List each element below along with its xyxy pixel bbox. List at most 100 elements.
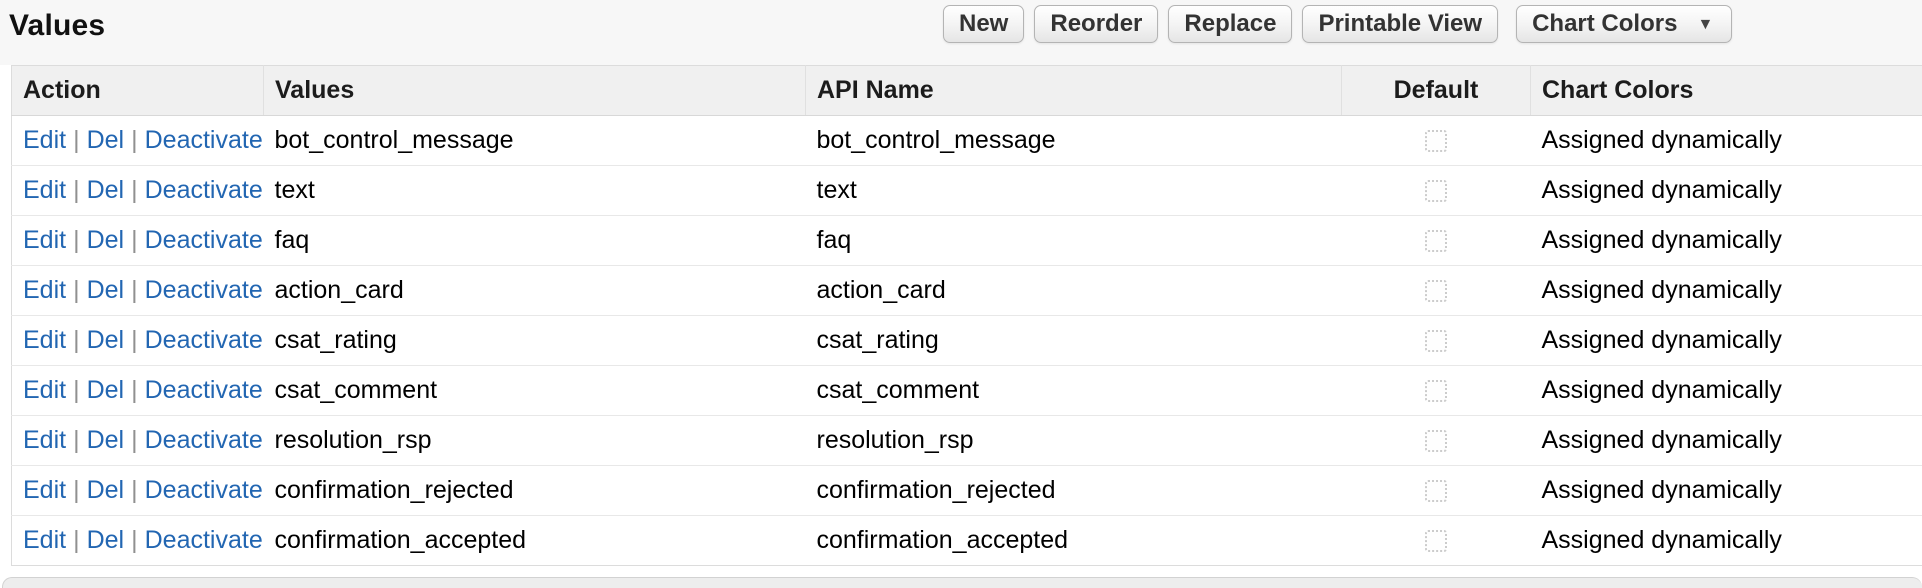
table-row: Edit|Del|Deactivate bot_control_message … (12, 116, 1922, 166)
edit-link[interactable]: Edit (23, 376, 67, 404)
action-cell: Edit|Del|Deactivate (11, 515, 264, 566)
default-checkbox (1425, 230, 1447, 253)
value-cell: csat_rating (263, 315, 806, 366)
replace-button[interactable]: Replace (1168, 5, 1293, 43)
action-cell: Edit|Del|Deactivate (11, 415, 264, 466)
chart-colors-cell: Assigned dynamically (1530, 415, 1922, 466)
column-header-chart-colors: Chart Colors (1530, 65, 1922, 116)
default-cell (1341, 165, 1531, 216)
chart-colors-dropdown-label: Chart Colors (1532, 10, 1678, 37)
del-link[interactable]: Del (86, 276, 125, 304)
link-separator: | (73, 326, 80, 354)
del-link[interactable]: Del (86, 426, 125, 454)
deactivate-link[interactable]: Deactivate (144, 176, 263, 204)
reorder-button[interactable]: Reorder (1034, 5, 1159, 43)
api-name-cell: text (805, 165, 1342, 216)
default-cell (1342, 116, 1531, 166)
link-separator: | (73, 176, 80, 204)
deactivate-link[interactable]: Deactivate (144, 426, 263, 454)
table-row: Edit|Del|Deactivate text text Assigned d… (11, 165, 1922, 216)
del-link[interactable]: Del (86, 376, 125, 404)
table-row: Edit|Del|Deactivate resolution_rsp resol… (11, 415, 1922, 466)
del-link[interactable]: Del (86, 226, 125, 254)
deactivate-link[interactable]: Deactivate (144, 126, 263, 154)
toolbar: New Reorder Replace Printable View Chart… (943, 5, 1742, 43)
link-separator: | (73, 426, 80, 454)
deactivate-link[interactable]: Deactivate (144, 376, 263, 404)
value-cell: csat_comment (263, 365, 806, 416)
del-link[interactable]: Del (86, 326, 125, 354)
default-checkbox (1425, 480, 1447, 503)
link-separator: | (131, 126, 138, 154)
link-separator: | (73, 376, 80, 404)
edit-link[interactable]: Edit (23, 426, 67, 454)
chart-colors-cell: Assigned dynamically (1541, 126, 1782, 154)
link-separator: | (73, 276, 80, 304)
api-name-cell: confirmation_rejected (805, 465, 1342, 516)
default-cell (1341, 365, 1531, 416)
link-separator: | (73, 526, 80, 554)
action-cell: Edit|Del|Deactivate (11, 215, 264, 266)
del-link[interactable]: Del (86, 176, 125, 204)
del-link[interactable]: Del (86, 126, 125, 154)
api-name-cell: csat_comment (805, 365, 1342, 416)
chart-colors-cell: Assigned dynamically (1530, 265, 1922, 316)
default-checkbox (1425, 430, 1447, 453)
default-cell (1341, 215, 1531, 266)
value-cell: confirmation_rejected (263, 465, 806, 516)
link-separator: | (73, 226, 80, 254)
table-row: Edit|Del|Deactivate faq faq Assigned dyn… (11, 215, 1922, 266)
api-name-cell: action_card (805, 265, 1342, 316)
table-row: Edit|Del|Deactivate csat_comment csat_co… (11, 365, 1922, 416)
link-separator: | (131, 426, 138, 454)
column-header-api-name: API Name (805, 65, 1342, 116)
default-checkbox (1425, 130, 1447, 153)
value-cell: faq (263, 215, 806, 266)
edit-link[interactable]: Edit (23, 176, 67, 204)
chart-colors-dropdown-button[interactable]: Chart Colors ▼ (1516, 5, 1733, 43)
del-link[interactable]: Del (86, 526, 125, 554)
deactivate-link[interactable]: Deactivate (144, 276, 263, 304)
value-cell: bot_control_message (274, 126, 514, 154)
api-name-cell: faq (805, 215, 1342, 266)
column-header-default: Default (1341, 65, 1531, 116)
link-separator: | (131, 176, 138, 204)
edit-link[interactable]: Edit (23, 276, 67, 304)
picklist-values-table: Action Values API Name Default Chart Col… (11, 65, 1922, 566)
link-separator: | (131, 276, 138, 304)
default-checkbox (1425, 180, 1447, 203)
link-separator: | (73, 126, 80, 154)
api-name-cell: bot_control_message (816, 126, 1056, 154)
edit-link[interactable]: Edit (23, 326, 67, 354)
action-cell: Edit|Del|Deactivate (11, 315, 264, 366)
edit-link[interactable]: Edit (23, 226, 67, 254)
chart-colors-cell: Assigned dynamically (1530, 215, 1922, 266)
table-row: Edit|Del|Deactivate action_card action_c… (11, 265, 1922, 316)
link-separator: | (131, 476, 138, 504)
deactivate-link[interactable]: Deactivate (144, 476, 263, 504)
printable-view-button[interactable]: Printable View (1302, 5, 1499, 43)
caret-down-icon: ▼ (1697, 16, 1714, 33)
chart-colors-cell: Assigned dynamically (1530, 465, 1922, 516)
edit-link[interactable]: Edit (23, 526, 67, 554)
del-link[interactable]: Del (86, 476, 125, 504)
link-separator: | (73, 476, 80, 504)
table-header-row: Action Values API Name Default Chart Col… (11, 65, 1922, 116)
deactivate-link[interactable]: Deactivate (144, 526, 263, 554)
value-cell: action_card (263, 265, 806, 316)
column-header-action: Action (11, 65, 264, 116)
action-cell: Edit|Del|Deactivate (11, 365, 264, 416)
edit-link[interactable]: Edit (23, 126, 67, 154)
deactivate-link[interactable]: Deactivate (144, 226, 263, 254)
edit-link[interactable]: Edit (23, 476, 67, 504)
chart-colors-cell: Assigned dynamically (1530, 315, 1922, 366)
table-row: Edit|Del|Deactivate confirmation_rejecte… (11, 465, 1922, 516)
action-cell: Edit|Del|Deactivate (11, 165, 264, 216)
table-row: Edit|Del|Deactivate confirmation_accepte… (11, 515, 1922, 566)
chart-colors-cell: Assigned dynamically (1530, 365, 1922, 416)
chart-colors-cell: Assigned dynamically (1530, 515, 1922, 566)
new-button[interactable]: New (943, 5, 1025, 43)
chart-colors-cell: Assigned dynamically (1530, 165, 1922, 216)
default-checkbox (1425, 530, 1447, 553)
deactivate-link[interactable]: Deactivate (144, 326, 263, 354)
